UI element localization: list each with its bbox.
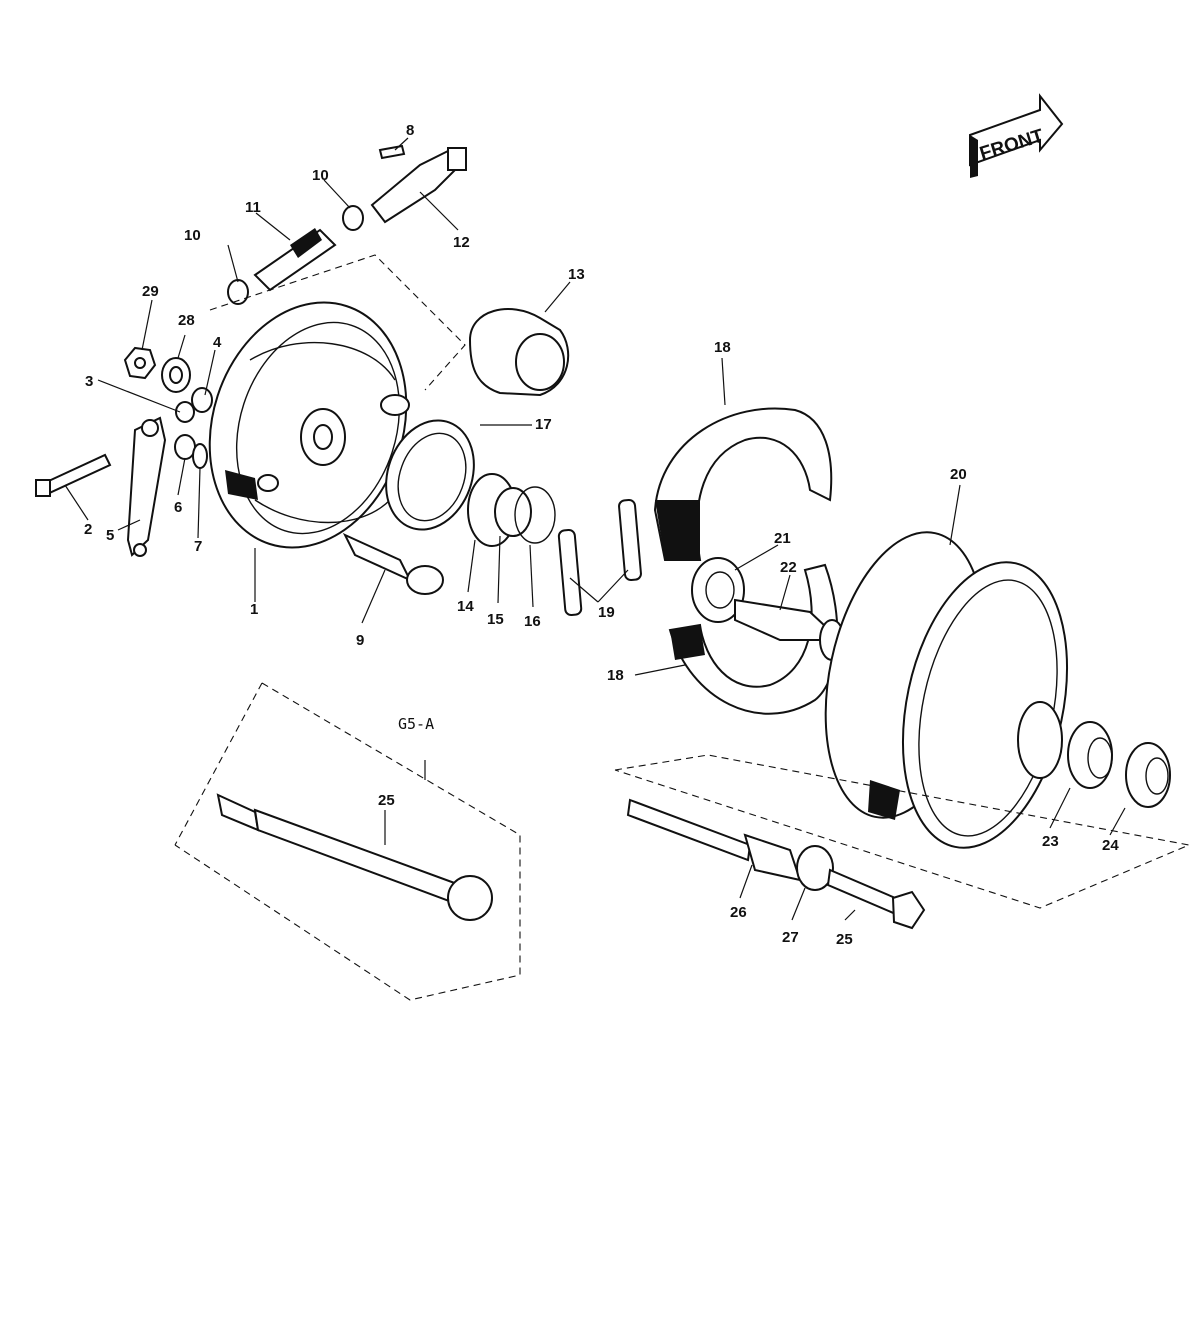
callouts: 1 2 3 4 5 6 7 8 9 10 10 11 12 13 14 15 1… [84,122,1119,948]
washer-6 [174,434,196,460]
bearing-23 [1067,721,1113,789]
callout-26: 26 [730,904,747,921]
callout-6: 6 [174,499,182,516]
brake-cam-lever [126,416,167,557]
nut-29 [123,346,157,380]
callout-9: 9 [356,632,364,649]
callout-3: 3 [85,373,93,390]
callout-1: 1 [250,601,258,618]
group-outline-axle [614,754,1189,909]
callout-7: 7 [194,538,202,555]
callout-12: 12 [453,234,470,251]
group-label-g5a: G5-A [398,715,434,733]
callout-22: 22 [780,559,797,576]
callout-20: 20 [950,466,967,483]
callout-13: 13 [568,266,585,283]
callout-18b: 18 [607,667,624,684]
leader-lines [64,137,1126,921]
lever-bolt [35,453,112,497]
brake-cam-shaft [342,532,444,595]
callout-10a: 10 [184,227,201,244]
callout-29: 29 [142,283,159,300]
brake-panel [208,301,410,549]
washer-15 [494,487,532,537]
bearing-24 [1125,742,1171,808]
washer-4 [191,387,213,413]
wheel-hub [824,531,1069,849]
callout-28: 28 [178,312,195,329]
callout-27: 27 [782,929,799,946]
shoe-spring-right [618,498,642,582]
grease-seal-17 [385,419,475,531]
shoe-spring-left [557,528,583,617]
speedometer-gear [468,308,570,397]
bearing-21 [691,557,745,623]
callout-2: 2 [84,521,92,538]
callout-15: 15 [487,611,504,628]
callout-5: 5 [106,527,114,544]
callout-21: 21 [774,530,791,547]
callout-23: 23 [1042,833,1059,850]
callout-24: 24 [1102,837,1119,854]
washer-28 [161,357,191,393]
axle-g5a [216,793,493,921]
callout-19: 19 [598,604,615,621]
seal-7 [192,443,208,469]
callout-14: 14 [457,598,474,615]
callout-10b: 10 [312,167,329,184]
callout-16: 16 [524,613,541,630]
callout-25a: 25 [378,792,395,809]
axle-assembly [626,798,926,930]
callout-4: 4 [213,334,222,351]
callout-17: 17 [535,416,552,433]
group-outline-panel [209,254,466,391]
speedometer-drive [227,144,467,305]
brake-shoe-lower [668,563,839,715]
callout-25b: 25 [836,931,853,948]
front-arrow-badge: FRONT [969,93,1064,178]
callout-8: 8 [406,122,414,139]
group-outline-g5a [174,682,521,1001]
circlip-16 [514,486,556,544]
callout-18a: 18 [714,339,731,356]
brake-shoe-upper [653,407,833,561]
washer-3 [175,401,195,423]
callout-11: 11 [245,199,261,216]
